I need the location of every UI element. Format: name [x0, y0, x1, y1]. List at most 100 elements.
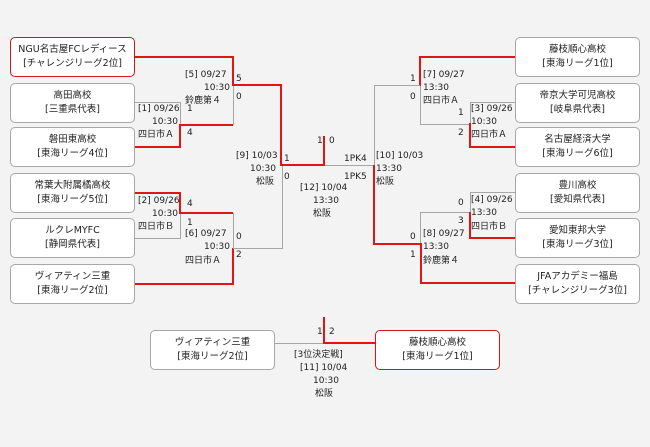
team-name: 藤枝順心高校 [408, 337, 466, 348]
bracket-line [179, 124, 233, 126]
team-box: ヴィアティン三重 [東海リーグ2位] [10, 264, 135, 304]
bracket-line [232, 56, 234, 86]
match-venue: 四日市Ａ [138, 130, 175, 140]
score: 1 [317, 327, 323, 337]
bracket-line [280, 84, 282, 166]
score: 1 [410, 250, 416, 260]
match-venue: 鈴鹿第４ [423, 256, 460, 266]
bracket-line [135, 56, 234, 58]
match-info: [3] 09/26 [471, 104, 513, 114]
bracket-line [135, 102, 180, 103]
bracket-line [374, 85, 420, 86]
team-box: ルクレMYFC [静岡県代表] [10, 218, 135, 258]
match-time: 13:30 [423, 242, 449, 252]
team-box: 藤枝順心高校 [東海リーグ1位] [375, 330, 500, 370]
score: 1 [458, 108, 464, 118]
score: 0 [410, 232, 416, 242]
match-info: [1] 09/26 [138, 104, 180, 114]
team-qualification: [静岡県代表] [45, 239, 100, 250]
team-box: 愛知東邦大学 [東海リーグ3位] [515, 218, 640, 258]
team-name: 豊川高校 [558, 180, 597, 191]
team-name: 帝京大学可児高校 [539, 90, 616, 101]
score: 1PK4 [344, 154, 367, 164]
match-info: [9] 10/03 [236, 151, 278, 161]
bracket-line [233, 213, 234, 249]
team-box: JFAアカデミー福島 [チャレンジリーグ3位] [515, 264, 640, 304]
bracket-line [135, 283, 234, 285]
match-venue: 松阪 [376, 177, 395, 187]
match-venue: 四日市Ａ [185, 256, 222, 266]
match-info: [11] 10/04 [300, 363, 348, 373]
team-box: 藤枝順心高校 [東海リーグ1位] [515, 37, 640, 77]
bracket-line [323, 317, 325, 344]
score: 0 [410, 92, 416, 102]
match-time: 13:30 [313, 196, 339, 206]
bracket-line [420, 212, 471, 213]
bracket-line [282, 166, 283, 249]
team-name: 名古屋経済大学 [544, 134, 611, 145]
match-time: 13:30 [471, 208, 497, 218]
match-venue: 四日市Ｂ [471, 222, 508, 232]
team-box: 豊川高校 [愛知県代表] [515, 173, 640, 213]
bracket-line [469, 146, 515, 148]
match-info: [2] 09/26 [138, 196, 180, 206]
team-box: 常葉大附属橘高校 [東海リーグ5位] [10, 173, 135, 213]
bracket-line [135, 238, 180, 239]
bracket-line [419, 56, 421, 86]
match-time: 10:30 [313, 376, 339, 386]
bracket-line [420, 282, 515, 284]
bracket-line [323, 342, 375, 344]
team-box: 帝京大学可児高校 [岐阜県代表] [515, 83, 640, 123]
match-info: [10] 10/03 [376, 151, 424, 161]
score: 1PK5 [344, 172, 367, 182]
match-info: [4] 09/26 [471, 195, 513, 205]
team-name: 磐田東高校 [48, 134, 97, 145]
bracket-line [373, 243, 422, 245]
bracket-line [374, 85, 375, 165]
match-venue: 四日市Ａ [471, 130, 508, 140]
score: 0 [284, 172, 290, 182]
score: 2 [458, 128, 464, 138]
team-name: 常葉大附属橘高校 [34, 180, 111, 191]
bracket-line [420, 243, 422, 284]
score: 4 [187, 128, 193, 138]
score: 1 [284, 154, 290, 164]
team-qualification: [東海リーグ5位] [37, 194, 108, 205]
team-box: 磐田東高校 [東海リーグ4位] [10, 127, 135, 167]
bracket-line [470, 102, 515, 103]
bracket-line [233, 248, 283, 249]
match-info: [8] 09/27 [423, 229, 465, 239]
match-time: 10:30 [250, 164, 276, 174]
bracket-line [419, 56, 515, 58]
match-info: [5] 09/27 [185, 70, 227, 80]
team-name: NGU名古屋FCレディース [18, 44, 127, 55]
bracket-line [470, 192, 515, 193]
score: 1 [187, 218, 193, 228]
score: 0 [458, 198, 464, 208]
score: 1 [410, 74, 416, 84]
bracket-line [135, 146, 181, 148]
bracket-line [325, 165, 375, 166]
match-time: 10:30 [204, 83, 230, 93]
team-qualification: [岐阜県代表] [550, 104, 605, 115]
score: 3 [458, 216, 464, 226]
bracket-line [179, 192, 181, 214]
score: 2 [236, 250, 242, 260]
score: 5 [236, 74, 242, 84]
team-qualification: [東海リーグ2位] [37, 285, 108, 296]
team-name: 愛知東邦大学 [548, 225, 606, 236]
team-qualification: [東海リーグ2位] [177, 351, 248, 362]
match-info: [12] 10/04 [300, 183, 348, 193]
score: 0 [329, 136, 335, 146]
bracket-line [323, 136, 325, 166]
team-qualification: [チャレンジリーグ2位] [23, 58, 122, 69]
match-venue: 松阪 [315, 389, 334, 399]
score: 1 [317, 136, 323, 146]
team-name: 高田高校 [53, 90, 92, 101]
bracket-line [469, 212, 471, 239]
team-qualification: [三重県代表] [45, 104, 100, 115]
bracket-line [280, 164, 325, 166]
bracket-line [420, 86, 421, 124]
match-info: [6] 09/27 [185, 229, 227, 239]
